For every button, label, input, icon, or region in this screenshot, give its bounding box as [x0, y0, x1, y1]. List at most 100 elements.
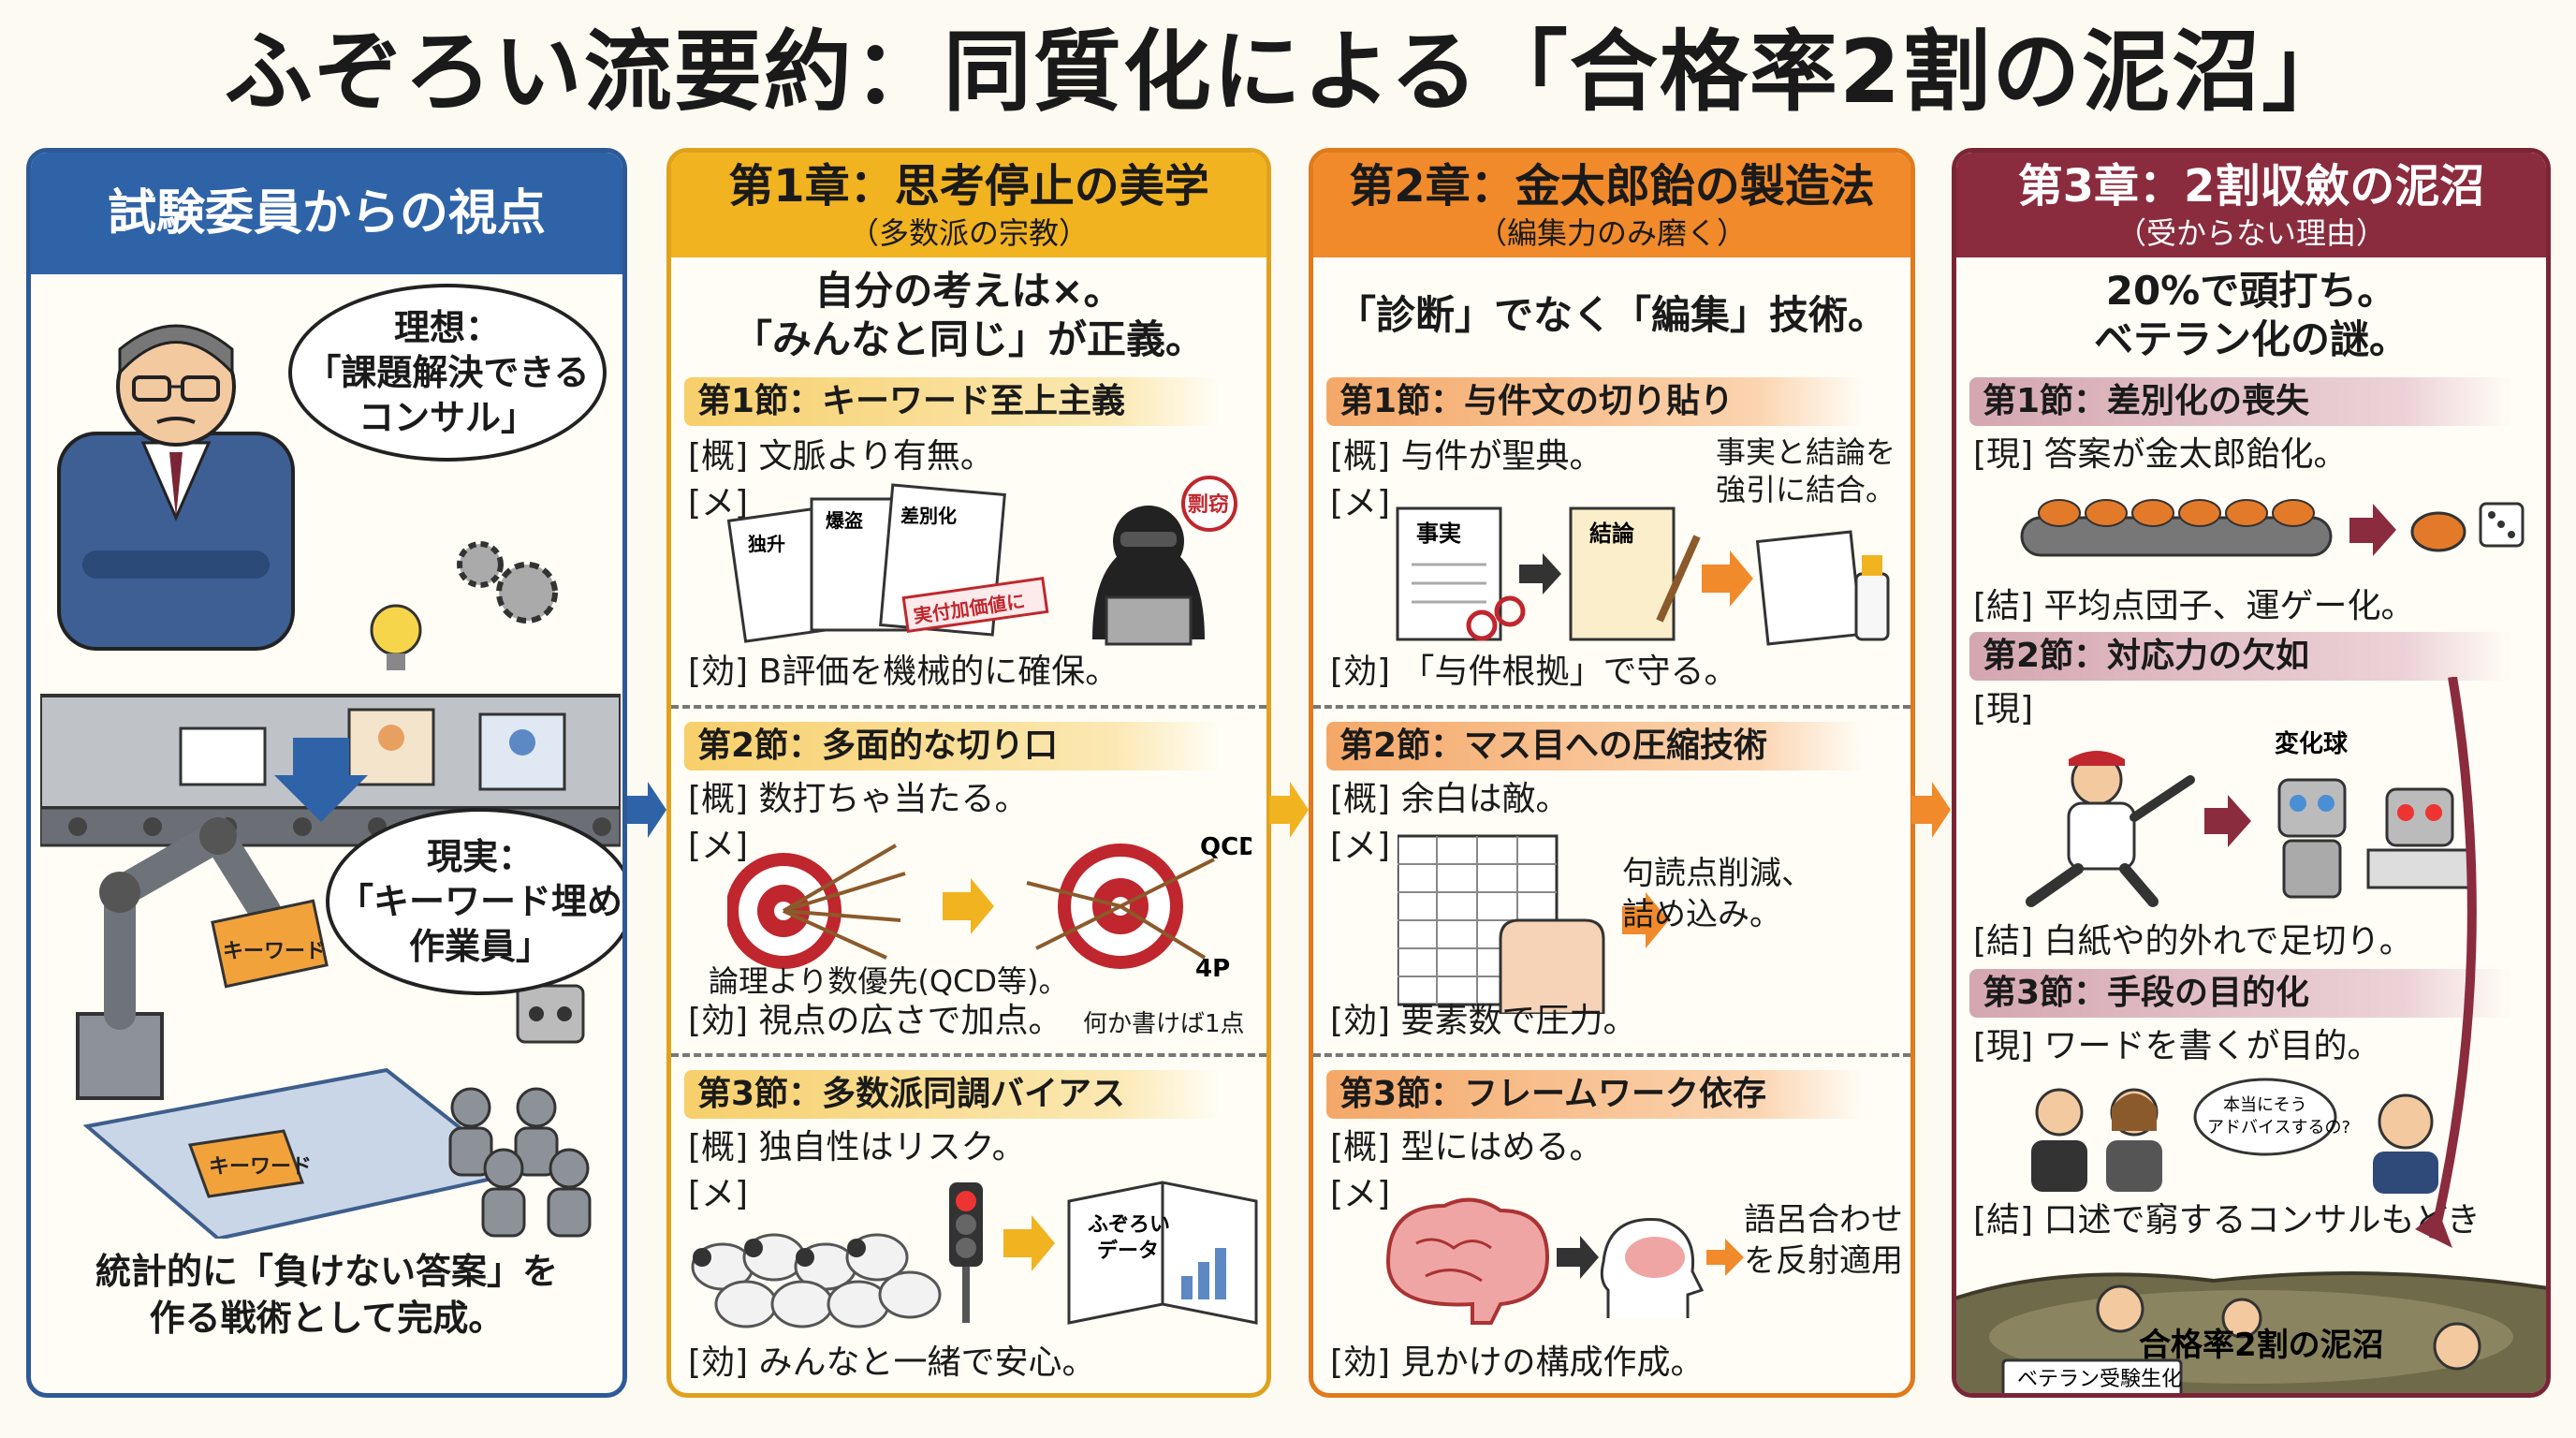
reality-line: 作業員」	[408, 926, 551, 967]
panel-subtitle: （受からない理由）	[2115, 215, 2386, 251]
interview-illustration: 本当にそう アドバイスするの?	[2031, 1078, 2438, 1194]
down-arrow-icon	[274, 738, 368, 822]
target-arrows-illustration: QCD 4P	[727, 833, 1251, 976]
panel-title: 第2章：金太郎飴の製造法	[1349, 160, 1875, 213]
section-heading: 第3節：多数派同調バイアス	[684, 1070, 1221, 1119]
panel-header: 第1章：思考停止の美学（多数派の宗教）	[671, 153, 1266, 257]
puzzle-label: キーワード	[209, 1155, 312, 1179]
reality-line: 現実：	[426, 836, 534, 877]
framework-label: QCD	[1200, 833, 1251, 861]
panel-examiner-view: 試験委員からの視点 理想： 「課題解決できる コンサル」	[26, 148, 627, 1398]
section-effect: [効] B評価を機械的に確保。	[688, 653, 1120, 691]
section-concept: [概] 独自性はリスク。	[688, 1128, 1026, 1167]
section-heading: 第2節：多面的な切り口	[684, 722, 1221, 770]
section-note: 句読点削減、詰め込み。	[1622, 853, 1813, 935]
panel-header: 試験委員からの視点	[31, 153, 622, 274]
panel-title: 試験委員からの視点	[107, 185, 546, 242]
right-arrow-icon	[1911, 782, 1951, 838]
section-result: [結] 平均点団子、運ゲー化。	[1973, 587, 2415, 625]
section-heading: 第1節：キーワード至上主義	[684, 377, 1221, 426]
cut-paste-illustration: 事実 結論	[1396, 506, 1890, 646]
intro-line: 自分の考えは×。	[814, 268, 1123, 314]
note-line: 語呂合わせ	[1744, 1201, 1903, 1239]
conclusion: 統計的に「負けない答案」を 作る戦術として完成。	[31, 1248, 622, 1342]
curveball-label: 変化球	[2275, 729, 2349, 758]
chapter-intro: 20%で頭打ち。ベテラン化の謎。	[1956, 267, 2546, 364]
section-concept: [概] 余白は敵。	[1330, 780, 1570, 818]
note-line: を反射適用	[1744, 1242, 1903, 1280]
section-status: [現] 答案が金太郎飴化。	[1973, 435, 2348, 474]
reality-speech-bubble: 現実： 「キーワード埋め 作業員」	[326, 808, 622, 995]
section-method-label: [メ]	[1330, 827, 1391, 865]
section-effect: [効] 見かけの構成作成。	[1330, 1343, 1705, 1382]
dashed-divider	[671, 705, 1266, 709]
section-note: 論理より数優先(QCD等)。	[709, 963, 1069, 999]
panel-chapter2: 第2章：金太郎飴の製造法（編集力のみ磨く） 「診断」でなく「編集」技術。 第1節…	[1309, 148, 1915, 1398]
book-label: ふぞろい	[1088, 1213, 1170, 1237]
note-line: 句読点削減、	[1622, 855, 1813, 892]
section-concept: [概] 型にはめる。	[1330, 1128, 1603, 1167]
chapter-intro: 「診断」でなく「編集」技術。	[1336, 292, 1887, 338]
keyword-documents-illustration: 独升 爆盗 差別化 実付加価値に 剽窃	[727, 476, 1237, 646]
robot-arm-puzzle-illustration: キーワード キーワード	[76, 814, 592, 1239]
note-line: 詰め込み。	[1622, 896, 1781, 933]
ideal-line: 理想：	[393, 307, 501, 348]
right-arrow-icon	[627, 782, 666, 838]
conclusion-line: 作る戦術として完成。	[149, 1298, 505, 1339]
section-note: 事実と結論を強引に結合。	[1716, 433, 1895, 508]
panel-subtitle: （編集力のみ磨く）	[1476, 215, 1747, 251]
book-label: データ	[1097, 1239, 1159, 1263]
dashed-divider	[671, 1053, 1266, 1057]
swamp-label: 合格率2割の泥沼	[2139, 1327, 2384, 1364]
section-effect: [効] 視点の広さで加点。	[688, 1002, 1062, 1040]
panel-chapter3: 第3章：2割収斂の泥沼（受からない理由） 20%で頭打ち。ベテラン化の謎。 第1…	[1952, 148, 2551, 1398]
page-title: ふぞろい流要約：同質化による「合格率2割の泥沼」	[224, 22, 2352, 124]
section-heading: 第1節：与件文の切り貼り	[1326, 377, 1865, 426]
puzzle-label: キーワード	[223, 940, 326, 963]
section-heading: 第3節：手段の目的化	[1969, 969, 2512, 1018]
panel-title: 第3章：2割収斂の泥沼	[2017, 160, 2485, 213]
brain-framework-illustration	[1385, 1197, 1705, 1325]
swamp-illustration: ベテラン受験生化 合格率2割の泥沼	[1956, 1271, 2546, 1393]
grid-compression-illustration	[1398, 834, 1669, 1014]
right-arrow-icon	[1269, 782, 1309, 838]
section-heading: 第2節：対応力の欠如	[1969, 632, 2512, 681]
arrow-right-icon	[1706, 1239, 1744, 1276]
speech-line: アドバイスするの?	[2207, 1118, 2350, 1137]
intro-line: ベテラン化の謎。	[2093, 316, 2408, 362]
panel-header: 第3章：2割収斂の泥沼（受からない理由）	[1956, 153, 2546, 257]
intro-line: 「みんなと同じ」が正義。	[732, 316, 1205, 362]
speech-line: 本当にそう	[2223, 1095, 2307, 1115]
section-status: [現]	[1973, 690, 2034, 728]
section-heading: 第3節：フレームワーク依存	[1326, 1070, 1865, 1119]
plagiarism-stamp: 剽窃	[1188, 492, 1229, 517]
ideal-line: 「課題解決できる	[305, 352, 590, 393]
section-concept: [概] 与件が聖典。	[1330, 437, 1603, 476]
reality-line: 「キーワード埋め	[337, 881, 622, 922]
keyword-label: 独升	[748, 533, 785, 555]
section-effect: [効] 「与件根拠」で守る。	[1330, 653, 1738, 691]
conclusion-line: 統計的に「負けない答案」を	[95, 1251, 558, 1292]
panel-subtitle: （多数派の宗教）	[848, 215, 1089, 251]
section-heading: 第2節：マス目への圧縮技術	[1326, 722, 1865, 770]
chapter-intro: 自分の考えは×。「みんなと同じ」が正義。	[671, 267, 1266, 364]
intro-line: 20%で頭打ち。	[2105, 268, 2397, 314]
document-label: 結論	[1589, 521, 1635, 547]
section-result: [結] 白紙や的外れで足切り。	[1973, 922, 2413, 961]
panel-title: 第1章：思考停止の美学	[728, 160, 1209, 213]
framework-label: 4P	[1195, 955, 1230, 976]
document-label: 事実	[1416, 521, 1461, 547]
ideal-line: コンサル」	[358, 397, 536, 438]
section-note: 語呂合わせを反射適用	[1744, 1199, 1903, 1282]
keyword-label: 差別化	[900, 505, 957, 527]
curved-arrow-icon	[2415, 677, 2477, 1248]
sign-label: ベテラン受験生化	[2017, 1368, 2182, 1391]
panel-chapter1: 第1章：思考停止の美学（多数派の宗教） 自分の考えは×。「みんなと同じ」が正義。…	[666, 148, 1271, 1398]
section-aside: 何か書けば1点	[1083, 1010, 1245, 1038]
section-result: [結] 口述で窮するコンサルもどき	[1973, 1201, 2481, 1240]
section-effect: [効] みんなと一緒で安心。	[688, 1343, 1096, 1382]
dashed-divider	[1313, 705, 1910, 709]
section-method-label: [メ]	[688, 827, 749, 865]
pitcher-robot-illustration: 変化球	[2026, 729, 2473, 907]
keyword-label: 爆盗	[826, 509, 863, 532]
